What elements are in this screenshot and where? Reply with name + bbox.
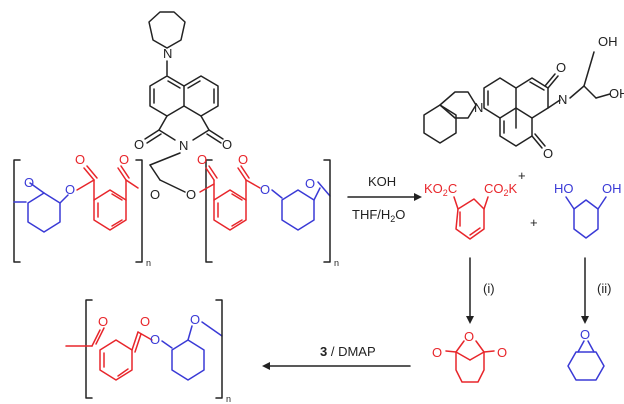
carbonyl-oxygen-1-label: O [75,152,85,167]
bottom-ester-oxygen-right-label: O [190,312,200,327]
phthalate-right-carboxylate-label: CO2K [484,181,518,198]
cyclohexene-oxide-structure: O [567,327,605,381]
hydrolysis-arrow: KOH THF/H2O [347,174,422,224]
phthalic-anhydride-structure: O O O [432,329,507,383]
imide-nitrogen-label: N [179,138,188,153]
diol-imide-oxygen-bottom-label: O [543,146,553,161]
plus-sign-middle: + [530,215,538,230]
carbonyl-oxygen-3-label: O [197,152,207,167]
hydrolysis-reagent-label: KOH [368,174,396,189]
naphthalimide-initiator-structure: N O O N [134,11,232,193]
anhydride-oxygen-bridge-label: O [464,329,474,344]
step-ii-label: (ii) [597,281,611,296]
bottom-carbonyl-oxygen-right-label: O [140,314,150,329]
diol-hydroxyl-top-label: OH [598,34,618,49]
repeat-bracket-left-close [135,159,143,263]
repeat-bracket-right-close [323,159,331,263]
released-naphthalimide-diol-structure: N O N O OH OH [423,34,624,161]
plus-sign-top: + [518,168,526,183]
ester-oxygen-3-label: O [260,182,270,197]
cyclohexane-diol-structure: HO OH [554,181,622,239]
bottom-ester-oxygen-left-label: O [150,332,160,347]
repeat-bracket-left-open [13,159,21,263]
cyclohexane-diol-hydroxyl-right-label: OH [602,181,622,196]
hydrolysis-solvent-label: THF/H2O [352,207,405,224]
cyclohexane-diol-hydroxyl-left-label: HO [554,181,574,196]
end-functionalized-polyester-structure: O O O O n O O O O [13,152,339,268]
bottom-carbonyl-oxygen-left-label: O [98,314,108,329]
step-i-label: (i) [483,281,495,296]
dipotassium-phthalate-structure: KO2C CO2K [424,181,518,240]
step-ii-arrow: (ii) [581,257,611,324]
core-oxygen-left-label: O [150,187,160,202]
repeat-subscript-2: n [334,258,339,268]
epoxide-oxygen-label: O [580,327,590,342]
diol-imide-nitrogen-label: N [558,92,567,107]
phthalate-left-carboxylate-label: KO2C [424,181,457,198]
repeat-bracket-bottom-open [85,299,93,399]
repeat-bracket-bottom-close [215,299,223,399]
repeat-subscript-3: n [226,394,231,404]
diol-piperidine-nitrogen-label: N [474,100,483,115]
imide-oxygen-right-label: O [222,137,232,152]
piperidine-nitrogen-label: N [163,46,172,61]
polyester-repeat-unit-structure: O O O O n [65,299,231,404]
ester-oxygen-2-label: O [65,182,75,197]
repeat-subscript-1: n [146,258,151,268]
carbonyl-oxygen-4-label: O [238,152,248,167]
diol-imide-oxygen-top-label: O [556,60,566,75]
ester-oxygen-4-label: O [305,176,315,191]
imide-oxygen-left-label: O [134,137,144,152]
step-i-arrow: (i) [466,257,495,324]
polymerization-arrow: 3 / DMAP [262,344,411,370]
diol-hydroxyl-side-label: OH [609,86,624,101]
anhydride-oxygen-left-label: O [432,345,442,360]
carbonyl-oxygen-2-label: O [119,152,129,167]
ester-oxygen-1-label: O [24,175,34,190]
core-oxygen-right-label: O [186,187,196,202]
repeat-bracket-right-open [205,159,213,263]
polymerization-reagent-label: 3 / DMAP [320,344,376,359]
anhydride-oxygen-right-label: O [497,345,507,360]
